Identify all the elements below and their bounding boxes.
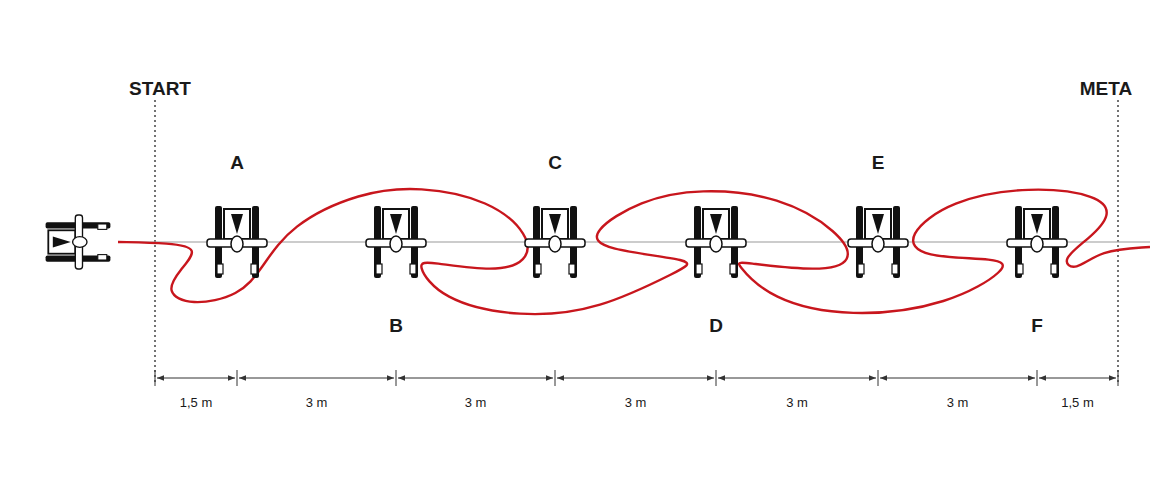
dimension-tick — [1037, 370, 1038, 386]
dimension-lines — [155, 370, 1118, 386]
marker-letter: A — [230, 153, 244, 172]
dimension-arrow — [239, 378, 394, 379]
marker-letter: C — [548, 153, 562, 172]
start-label: START — [129, 79, 191, 98]
dimension-tick — [878, 370, 879, 386]
dimension-arrow — [398, 378, 553, 379]
wheelchair-athlete — [46, 215, 111, 269]
dimension-label: 1,5 m — [1059, 396, 1096, 409]
dimension-label: 3 m — [784, 396, 810, 409]
marker-letter: F — [1031, 316, 1043, 335]
dimension-tick — [237, 370, 238, 386]
dimension-tick — [1118, 370, 1119, 386]
dimension-arrow — [880, 378, 1035, 379]
wheelchair-marker — [686, 206, 746, 278]
marker-letter: B — [389, 316, 403, 335]
dimension-label: 3 m — [623, 396, 649, 409]
marker-letter: D — [709, 316, 723, 335]
wheelchair-marker — [1007, 206, 1067, 278]
dimension-tick — [555, 370, 556, 386]
wheelchair-marker — [207, 206, 267, 278]
dimension-arrow — [157, 378, 235, 379]
wheelchair-marker — [848, 206, 908, 278]
wheelchairs — [46, 206, 1067, 278]
finish-label: META — [1080, 79, 1132, 98]
dimension-label: 3 m — [304, 396, 330, 409]
route-path — [118, 189, 1150, 314]
dimension-tick — [716, 370, 717, 386]
centre-line — [120, 241, 1150, 242]
dimension-tick — [155, 370, 156, 386]
marker-letter: E — [872, 153, 885, 172]
dimension-arrow — [557, 378, 714, 379]
wheelchair-marker — [525, 206, 585, 278]
dimension-label: 3 m — [463, 396, 489, 409]
dimension-label: 1,5 m — [178, 396, 215, 409]
dimension-label: 3 m — [945, 396, 971, 409]
dimension-arrow — [718, 378, 876, 379]
wheelchair-marker — [366, 206, 426, 278]
dimension-arrow — [1039, 378, 1116, 379]
dimension-tick — [396, 370, 397, 386]
slalom-route — [118, 189, 1150, 314]
